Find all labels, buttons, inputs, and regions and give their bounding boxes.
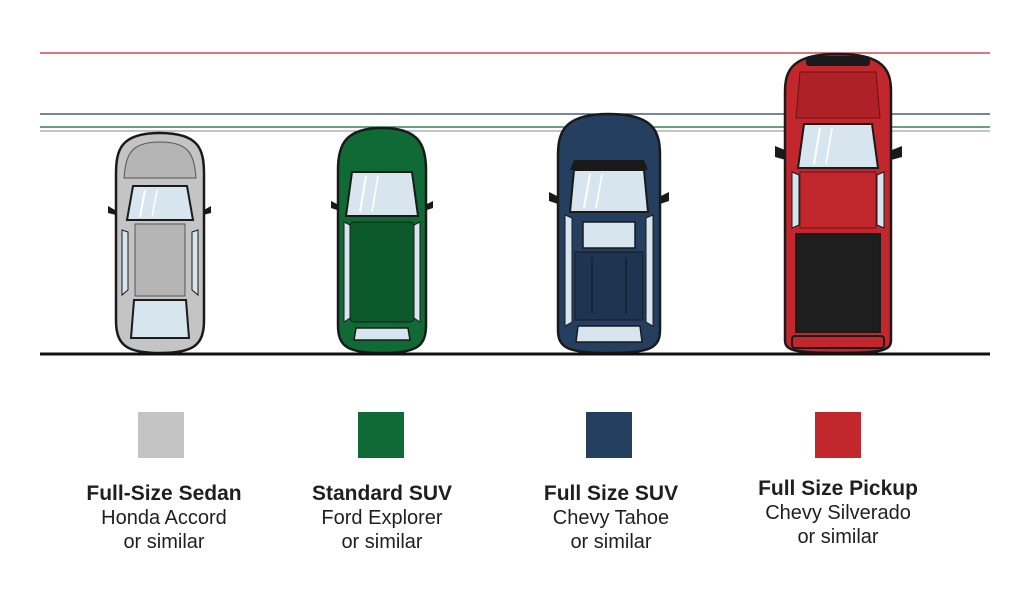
vehicle-model-label: Honda Accord (101, 507, 227, 529)
or-similar-label: or similar (341, 531, 423, 553)
vehicle-class-label: Standard SUV (311, 482, 453, 505)
vehicle-class-label: Full Size SUV (543, 482, 679, 505)
or-similar-label: or similar (570, 531, 652, 553)
pickup-caption: Full Size Pickup Chevy Silverado or simi… (718, 477, 958, 549)
vehicle-class-label: Full Size Pickup (758, 477, 918, 500)
sedan-caption: Full-Size Sedan Honda Accord or similar (44, 482, 284, 554)
large-suv-caption: Full Size SUV Chevy Tahoe or similar (491, 482, 731, 554)
pickup-color-swatch (815, 412, 861, 458)
suv-car-icon (331, 126, 433, 355)
suv-color-swatch (358, 412, 404, 458)
sedan-car-icon (108, 131, 211, 355)
vehicle-class-label: Full-Size Sedan (86, 482, 242, 505)
suv-caption: Standard SUV Ford Explorer or similar (262, 482, 502, 554)
vehicle-model-label: Chevy Tahoe (552, 507, 670, 529)
sedan-color-swatch (138, 412, 184, 458)
vehicle-model-label: Ford Explorer (321, 507, 443, 529)
large-suv-color-swatch (586, 412, 632, 458)
vehicle-model-label: Chevy Silverado (765, 502, 911, 524)
or-similar-label: or similar (123, 531, 205, 553)
large-suv-car-icon (549, 112, 669, 355)
or-similar-label: or similar (797, 526, 879, 548)
pickup-truck-icon (775, 52, 902, 355)
